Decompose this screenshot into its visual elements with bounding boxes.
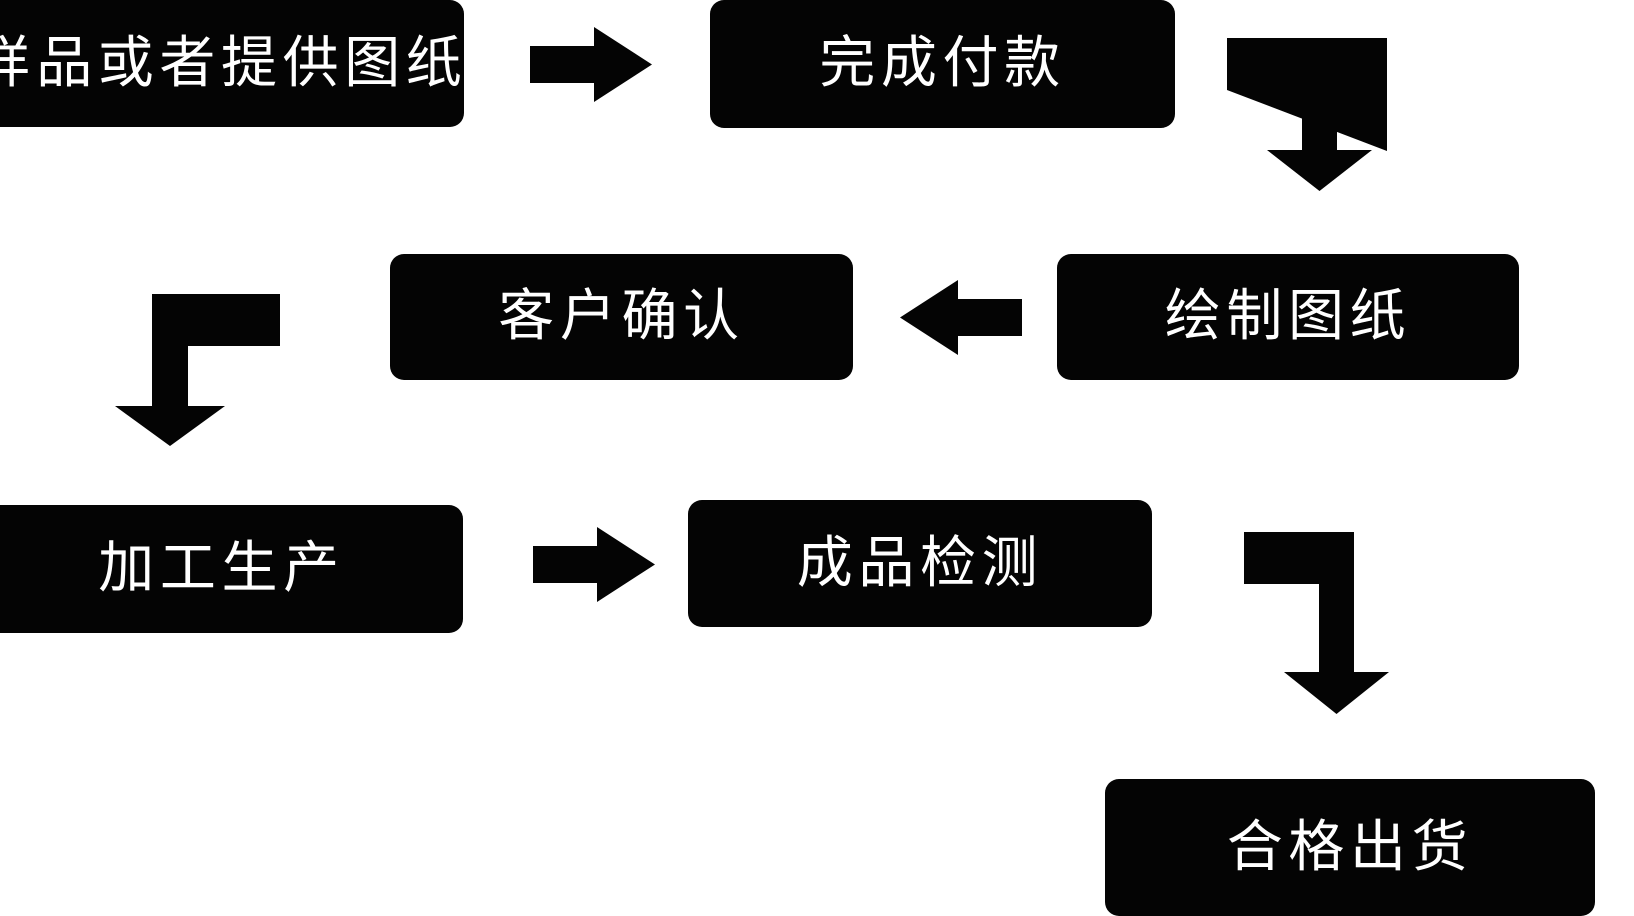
elbow-right-down-arrow-icon <box>1244 532 1389 714</box>
node-sample-or-drawing[interactable]: 样品或者提供图纸 <box>0 0 464 127</box>
node-label-draw-drawing: 绘制图纸 <box>1164 284 1412 349</box>
node-qualified-shipment[interactable]: 合格出货 <box>1105 779 1595 916</box>
elbow-right-down-arrow-icon <box>1227 38 1387 191</box>
right-arrow-icon <box>530 27 652 102</box>
arrow-sample-to-payment-icon <box>530 27 652 102</box>
node-label-complete-payment: 完成付款 <box>819 31 1066 96</box>
arrow-payment-to-drawing-icon <box>1227 38 1387 191</box>
arrow-confirm-to-production-icon <box>115 294 280 446</box>
node-label-production: 加工生产 <box>98 536 345 601</box>
node-production[interactable]: 加工生产 <box>0 505 463 633</box>
node-label-qualified-shipment: 合格出货 <box>1226 814 1474 880</box>
node-customer-confirm[interactable]: 客户确认 <box>390 254 853 380</box>
node-label-final-inspection: 成品检测 <box>796 530 1044 596</box>
elbow-left-down-arrow-icon <box>115 294 280 446</box>
right-arrow-icon <box>533 527 655 602</box>
node-complete-payment[interactable]: 完成付款 <box>710 0 1175 128</box>
node-final-inspection[interactable]: 成品检测 <box>688 500 1152 627</box>
arrow-inspection-to-shipment-icon <box>1244 532 1404 714</box>
node-draw-drawing[interactable]: 绘制图纸 <box>1057 254 1519 380</box>
arrow-drawing-to-confirm-icon <box>900 280 1022 355</box>
node-label-sample-or-drawing: 样品或者提供图纸 <box>0 30 468 96</box>
left-arrow-icon <box>900 280 1022 355</box>
node-label-customer-confirm: 客户确认 <box>498 284 745 349</box>
arrow-production-to-inspection-icon <box>533 527 655 602</box>
